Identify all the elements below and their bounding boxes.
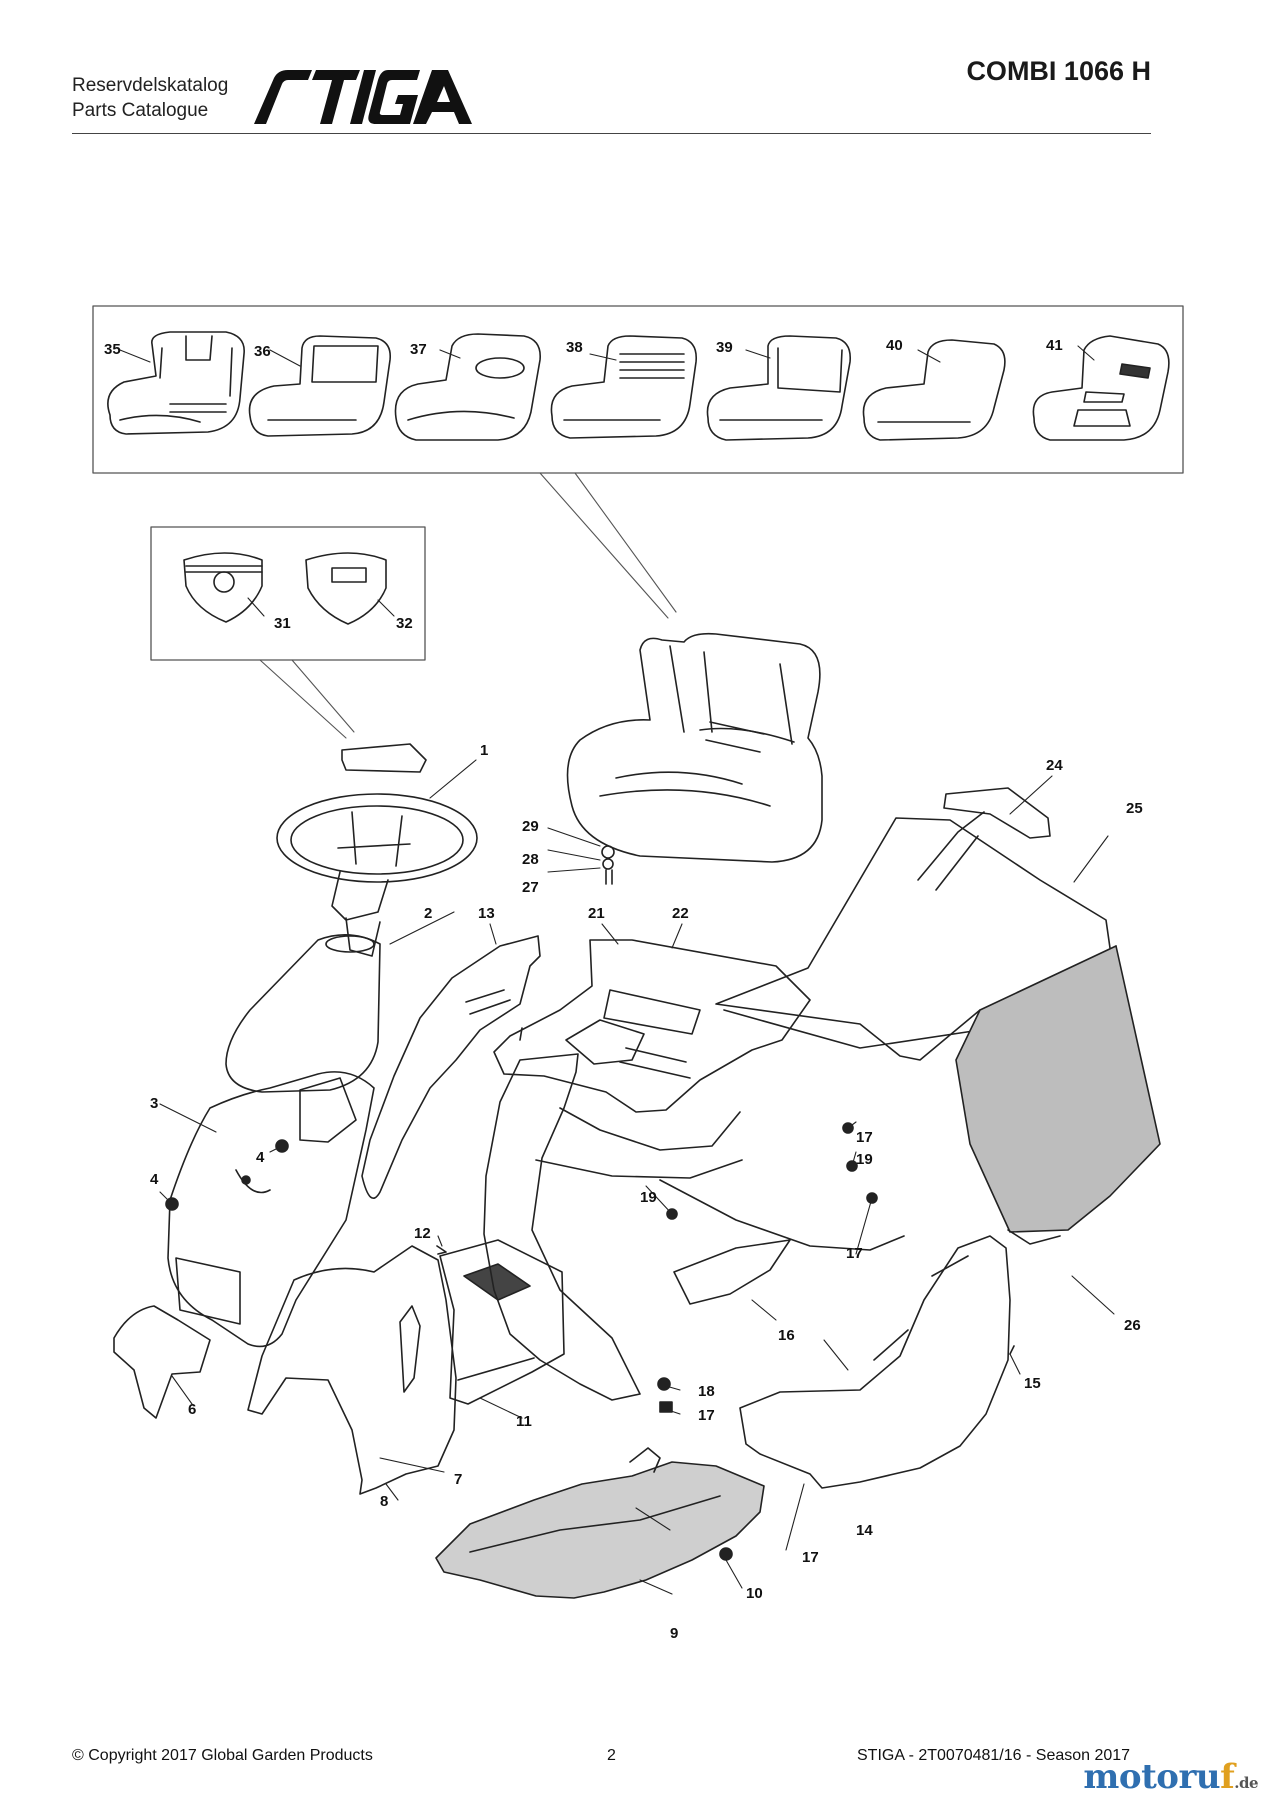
callout-37: 37	[410, 341, 427, 358]
callout-21: 21	[588, 905, 605, 922]
callout-28: 28	[522, 851, 539, 868]
fasteners	[165, 845, 1015, 1561]
seat-options-leader	[539, 472, 677, 619]
callout-8: 9	[670, 1625, 678, 1642]
callout-26: 26	[1124, 1317, 1141, 1334]
callout-27: 27	[522, 879, 539, 896]
callout-2: 2	[424, 905, 432, 922]
footer-document-reference: STIGA - 2T0070481/16 - Season 2017	[857, 1747, 1131, 1764]
callout-41: 41	[1046, 337, 1063, 354]
right-fender	[739, 1235, 1011, 1489]
callout-24: 24	[1046, 757, 1063, 774]
callout-labels: 35 36 37 38 39 40 41 31 32 1 24 25 29 28…	[104, 337, 1143, 1642]
callout-13: 14	[856, 1522, 873, 1539]
callout-32: 32	[396, 615, 413, 632]
watermark-tld: .de	[1234, 1774, 1258, 1792]
callout-35: 35	[104, 341, 121, 358]
footer-page-number: 2	[607, 1747, 616, 1764]
callout-22: 22	[672, 905, 689, 922]
callout-25: 25	[1126, 800, 1143, 817]
centre-body	[483, 939, 905, 1401]
callout-18: 18	[698, 1383, 715, 1400]
callout-11: 12	[414, 1225, 431, 1242]
callout-17c: 17	[698, 1407, 715, 1424]
front-panel-7	[113, 1305, 211, 1419]
seat-40	[862, 339, 1006, 441]
steering-cap-panel	[150, 526, 426, 661]
steering-cap-mounted	[341, 743, 427, 773]
seat-35	[107, 331, 245, 435]
seat-37	[394, 333, 541, 441]
header-divider	[72, 133, 1151, 134]
callout-10: 11	[516, 1413, 532, 1430]
seat-38	[550, 335, 698, 439]
callout-3: 3	[150, 1095, 158, 1112]
callout-14: 17	[802, 1549, 819, 1566]
seat-41	[1032, 335, 1170, 441]
seat-36	[248, 335, 392, 437]
callout-6: 8	[380, 1493, 388, 1510]
callout-40: 40	[886, 337, 903, 354]
callout-4b: 4	[150, 1171, 159, 1188]
callout-36: 36	[254, 343, 271, 360]
watermark-brand-b: f	[1220, 1757, 1235, 1797]
watermark-brand-a: motoru	[1083, 1757, 1221, 1797]
dash-tower	[225, 934, 381, 1093]
steering-wheel	[276, 793, 478, 957]
callout-19b: 19	[640, 1189, 657, 1206]
callout-31: 31	[274, 615, 291, 632]
callout-1: 1	[480, 742, 488, 759]
callout-15: 15	[1024, 1375, 1041, 1392]
front-hood	[167, 1071, 375, 1348]
steering-cap-leader	[259, 659, 355, 739]
seat-39	[706, 335, 852, 441]
callout-9: 10	[746, 1585, 763, 1602]
watermark-logo: motoruf.de	[1083, 1757, 1258, 1797]
callout-17a: 17	[856, 1129, 873, 1146]
callout-4a: 4	[256, 1149, 265, 1166]
seat-main	[566, 632, 823, 863]
callout-19a: 19	[856, 1151, 873, 1168]
leader-lines	[119, 345, 1115, 1595]
floor-mat	[435, 1447, 765, 1599]
side-rail-16	[673, 1239, 791, 1305]
callout-16: 16	[778, 1327, 795, 1344]
callout-7: 6	[188, 1401, 196, 1418]
model-name: COMBI 1066 H	[966, 56, 1151, 86]
callout-38: 38	[566, 339, 583, 356]
catalogue-title-english: Parts Catalogue	[72, 100, 209, 121]
callout-29: 29	[522, 818, 539, 835]
callout-5: 7	[454, 1471, 462, 1488]
callout-39: 39	[716, 339, 733, 356]
steering-cap-31	[183, 552, 263, 623]
grass-bag-handle	[917, 787, 1051, 891]
foot-well-5	[247, 1245, 457, 1495]
callout-12: 13	[478, 905, 495, 922]
stiga-logo	[254, 70, 472, 124]
cover-10	[439, 1239, 565, 1405]
rear-hopper	[715, 817, 1161, 1245]
steering-cap-32	[305, 552, 387, 625]
seat-options-panel	[92, 305, 1184, 474]
callout-17b: 17	[846, 1245, 863, 1262]
footer-copyright: © Copyright 2017 Global Garden Products	[72, 1747, 373, 1764]
left-fender	[361, 935, 541, 1199]
catalogue-title-swedish: Reservdelskatalog	[72, 75, 229, 96]
